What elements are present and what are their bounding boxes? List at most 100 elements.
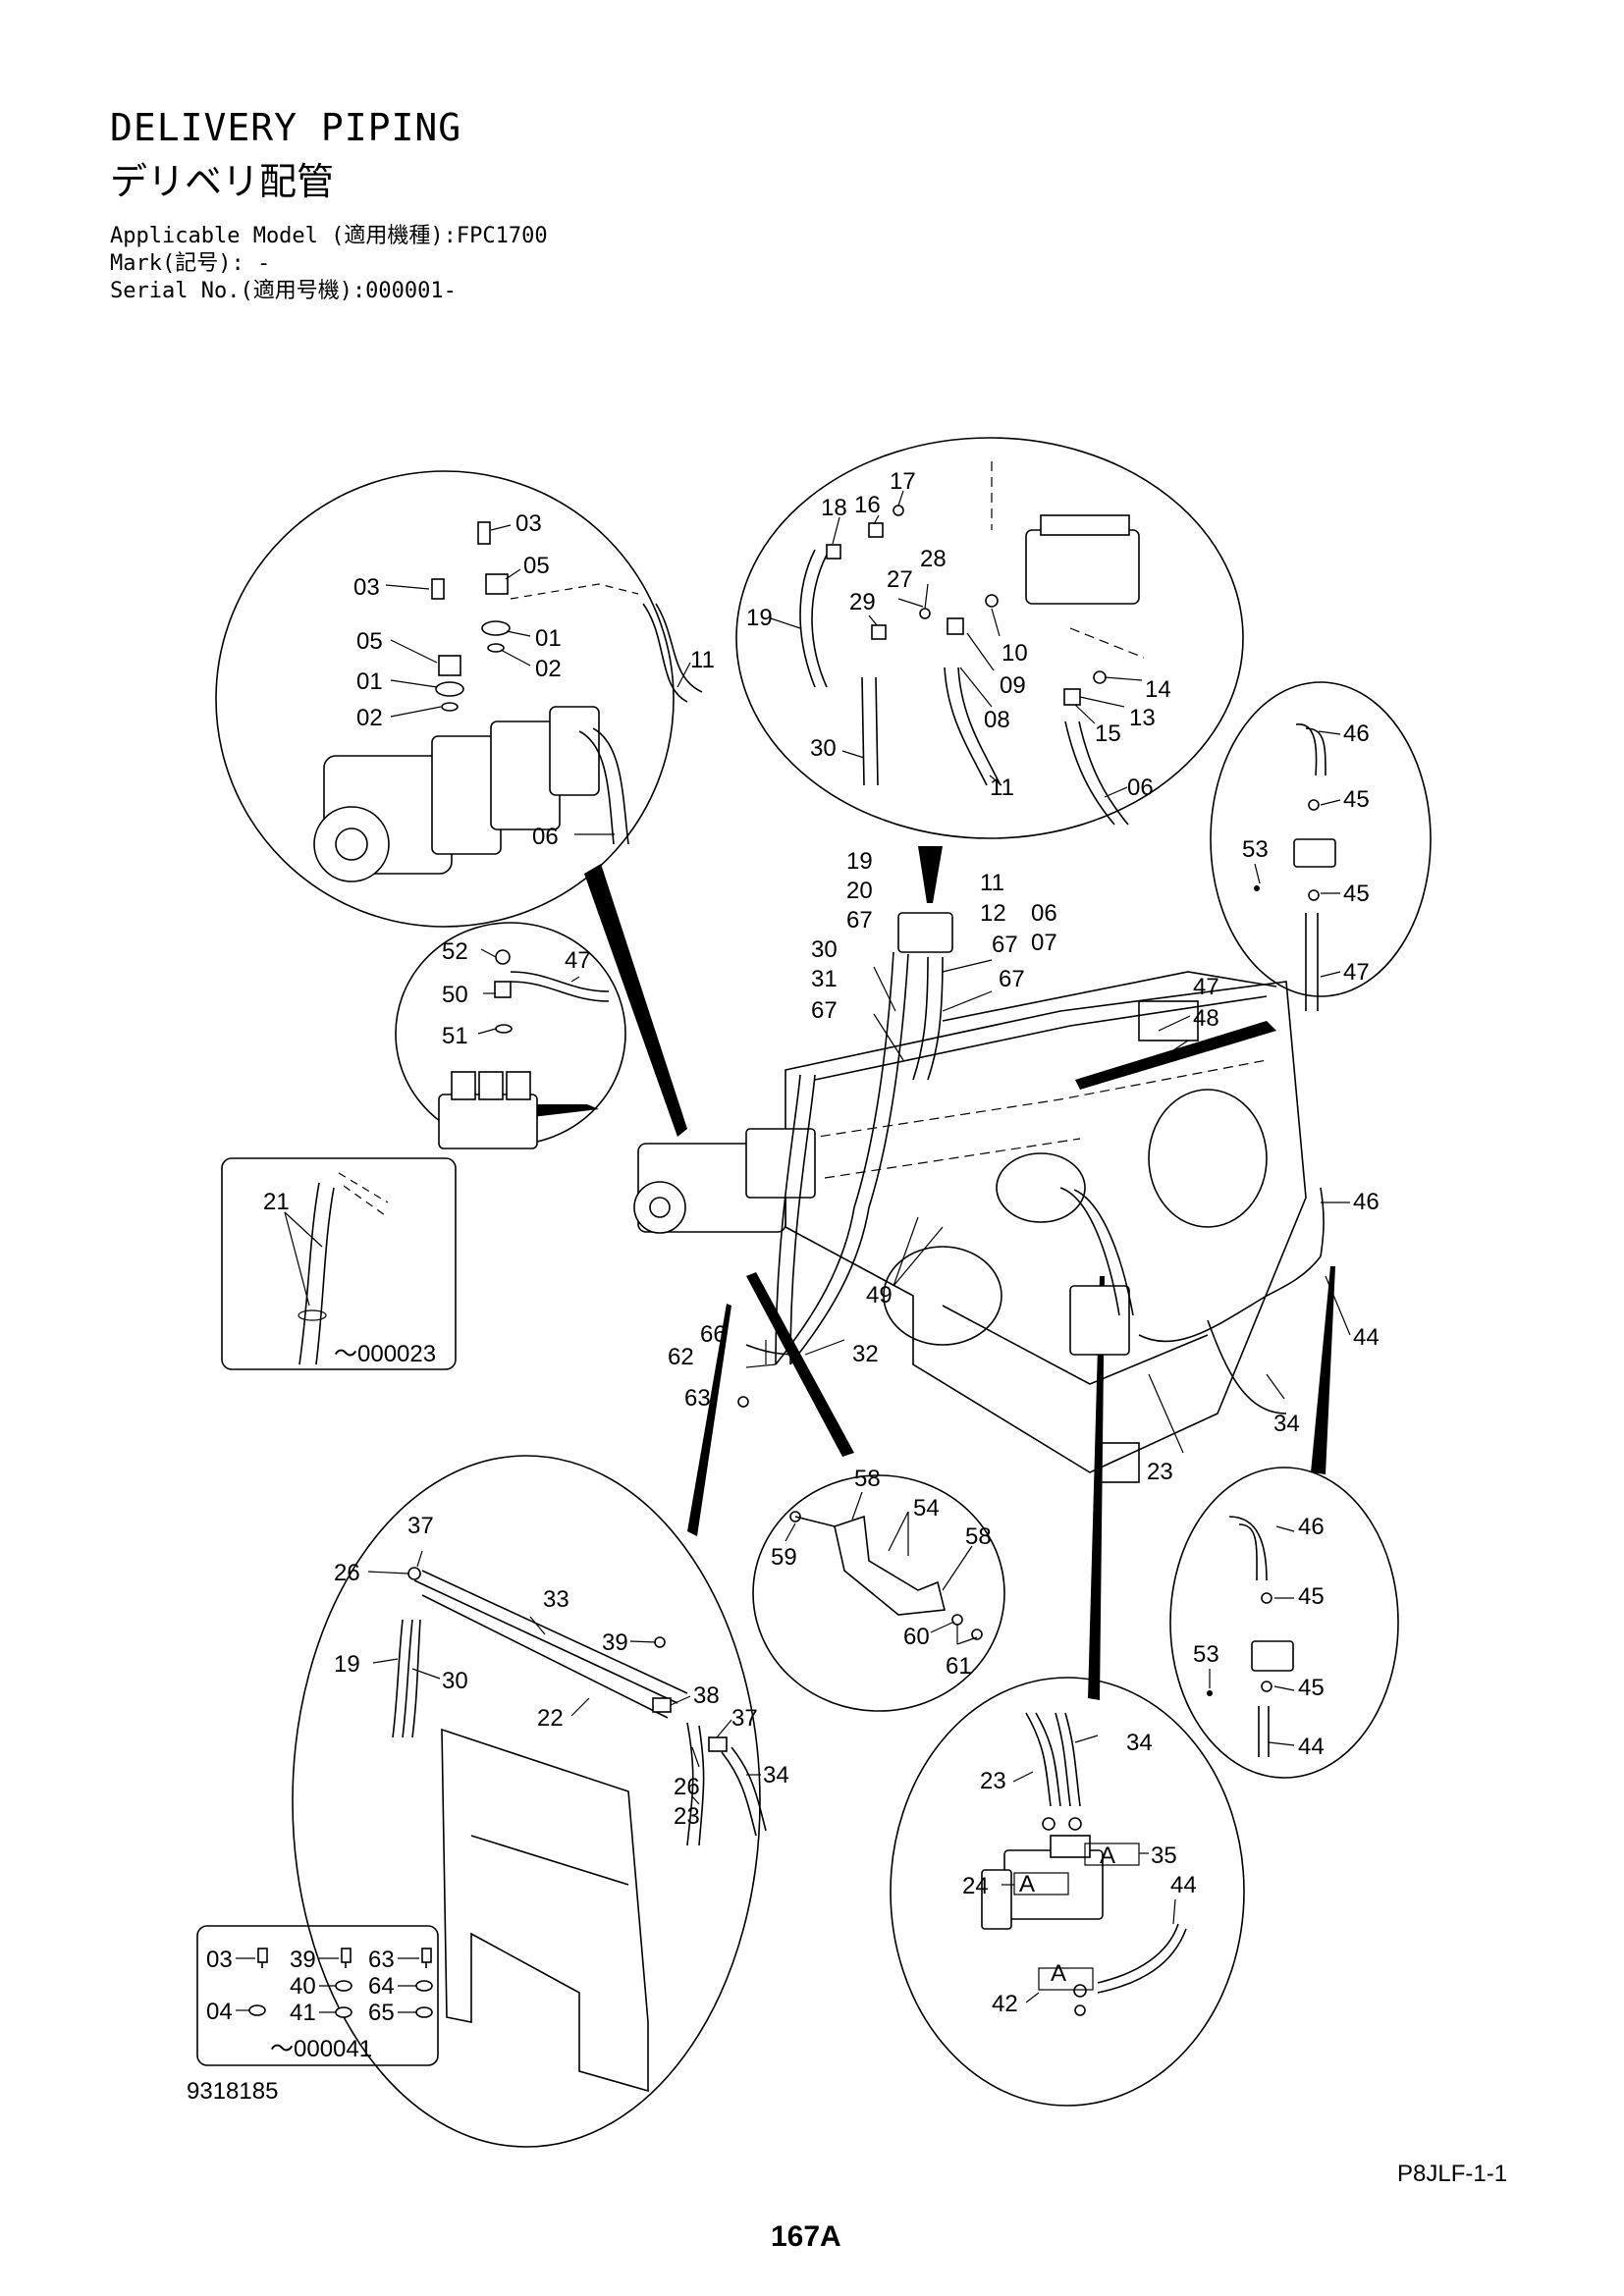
pointer-wedge bbox=[1075, 1021, 1276, 1090]
pointer-wedge bbox=[918, 846, 943, 903]
callout: 54 bbox=[913, 1495, 940, 1522]
callout: 64 bbox=[368, 1973, 395, 2000]
range-box bbox=[221, 1157, 457, 1370]
serial-range: ～000023 bbox=[334, 1341, 436, 1367]
detail-view-pump bbox=[215, 470, 703, 928]
callout: 47 bbox=[565, 947, 591, 974]
callout: 50 bbox=[442, 982, 468, 1008]
callout: 63 bbox=[684, 1385, 711, 1412]
document-number: 9318185 bbox=[187, 2078, 279, 2105]
pointer-wedge bbox=[584, 864, 687, 1137]
callout: 53 bbox=[1242, 836, 1269, 863]
callout: 67 bbox=[811, 997, 838, 1024]
callout: 13 bbox=[1129, 705, 1156, 731]
callout: 23 bbox=[674, 1803, 700, 1830]
detail-ellipse bbox=[292, 1455, 761, 2148]
detail-ellipse bbox=[735, 437, 1244, 839]
callout: 19 bbox=[846, 848, 873, 875]
callout: 67 bbox=[992, 932, 1018, 958]
callout: 32 bbox=[852, 1341, 879, 1367]
callout: 03 bbox=[206, 1947, 233, 1973]
callout: 47 bbox=[1193, 974, 1219, 1000]
callout: 38 bbox=[693, 1682, 720, 1709]
callout: 59 bbox=[771, 1544, 797, 1571]
callout: A bbox=[1019, 1871, 1035, 1897]
callout: 58 bbox=[854, 1466, 881, 1492]
callout: 19 bbox=[334, 1651, 360, 1678]
callout: 11 bbox=[690, 647, 715, 673]
callout: 05 bbox=[523, 553, 550, 579]
callout: 12 bbox=[980, 900, 1006, 927]
callout: 37 bbox=[407, 1513, 434, 1539]
detail-view-bracket bbox=[752, 1474, 1005, 1712]
callout: 52 bbox=[442, 938, 468, 965]
callout: 10 bbox=[1001, 640, 1028, 667]
callout: 66 bbox=[700, 1321, 727, 1348]
callout: 45 bbox=[1298, 1675, 1325, 1701]
callout: 34 bbox=[763, 1762, 789, 1789]
callout: 30 bbox=[442, 1668, 468, 1694]
callout: 09 bbox=[1000, 672, 1026, 699]
detail-view-fittings bbox=[395, 922, 626, 1149]
callout: 45 bbox=[1343, 881, 1370, 907]
callout: 49 bbox=[866, 1282, 893, 1308]
detail-ellipse bbox=[1169, 1467, 1399, 1779]
callout: 45 bbox=[1343, 786, 1370, 813]
callout: 06 bbox=[1031, 900, 1057, 927]
callout: 34 bbox=[1126, 1730, 1153, 1756]
range-box bbox=[196, 1925, 439, 2066]
pointer-wedge bbox=[687, 1304, 731, 1536]
callout: 11 bbox=[990, 774, 1014, 801]
callout: 02 bbox=[356, 705, 383, 731]
callout: 31 bbox=[811, 966, 838, 992]
serial-range-box-hardware bbox=[196, 1925, 439, 2066]
callout: A bbox=[1051, 1960, 1066, 1987]
detail-view-pipe-clamp-lower bbox=[1169, 1467, 1399, 1779]
callout: 60 bbox=[903, 1624, 930, 1650]
pointer-wedge bbox=[1088, 1276, 1105, 1700]
pointer-wedge bbox=[746, 1272, 854, 1457]
callout: 21 bbox=[263, 1189, 290, 1215]
callout: 03 bbox=[353, 574, 380, 601]
callout: 51 bbox=[442, 1023, 468, 1049]
callout: 20 bbox=[846, 878, 873, 904]
callout: 18 bbox=[821, 495, 847, 521]
callout: 62 bbox=[668, 1344, 694, 1370]
callout: 15 bbox=[1095, 721, 1121, 747]
callout: 39 bbox=[602, 1629, 628, 1656]
callout: 27 bbox=[887, 566, 913, 593]
callout: 05 bbox=[356, 628, 383, 655]
callout: 16 bbox=[854, 492, 881, 518]
detail-ellipse bbox=[215, 470, 675, 928]
callout: 24 bbox=[962, 1873, 989, 1899]
detail-ellipse bbox=[752, 1474, 1005, 1712]
callout: 44 bbox=[1298, 1734, 1325, 1760]
callout: 58 bbox=[965, 1523, 992, 1550]
pointer-wedge bbox=[1311, 1266, 1335, 1474]
callout: 34 bbox=[1273, 1411, 1300, 1437]
applicable-model: Applicable Model (適用機種):FPC1700 bbox=[110, 224, 548, 248]
serial-range-box-21 bbox=[221, 1157, 457, 1370]
detail-ellipse bbox=[1210, 681, 1432, 997]
callout: 67 bbox=[999, 966, 1025, 992]
callout: 22 bbox=[537, 1705, 564, 1732]
callout: 48 bbox=[1193, 1005, 1219, 1032]
callout: 19 bbox=[746, 605, 773, 631]
detail-view-frame-piping bbox=[292, 1455, 767, 2148]
callout: 37 bbox=[731, 1705, 758, 1732]
callout: 33 bbox=[543, 1586, 569, 1613]
callout: 42 bbox=[992, 1991, 1018, 2017]
callout: 44 bbox=[1353, 1324, 1380, 1351]
page-title: DELIVERY PIPING bbox=[110, 106, 462, 149]
callout: 29 bbox=[849, 589, 876, 615]
callout: 46 bbox=[1298, 1514, 1325, 1540]
callout: 04 bbox=[206, 1999, 233, 2025]
callout: 65 bbox=[368, 2000, 395, 2026]
detail-view-pipe-clamp-upper bbox=[1210, 681, 1432, 1011]
callout: 02 bbox=[535, 656, 562, 682]
callout: 30 bbox=[810, 735, 837, 762]
callout: 26 bbox=[334, 1560, 360, 1586]
callout: 63 bbox=[368, 1947, 395, 1973]
callout: 45 bbox=[1298, 1583, 1325, 1610]
serial-number: Serial No.(適用号機):000001- bbox=[110, 279, 457, 303]
